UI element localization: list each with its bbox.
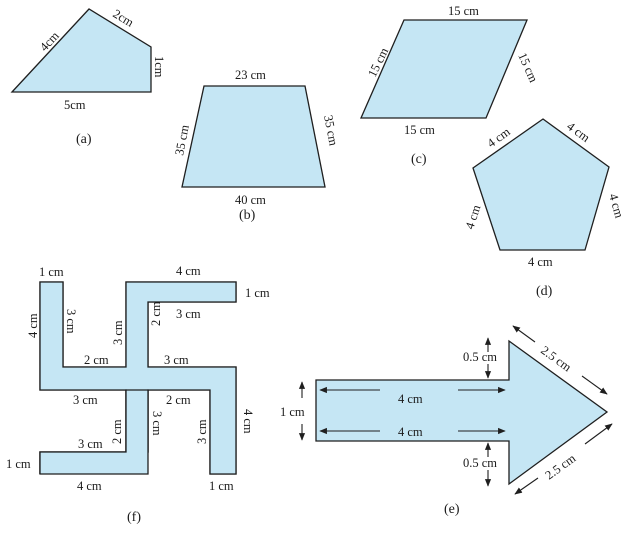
- figure-f-label-inner-2cm-a: 2 cm: [84, 353, 109, 367]
- figure-f-caption: (f): [127, 510, 141, 525]
- figure-a: 4cm 2cm 1cm 5cm (a): [10, 7, 166, 147]
- figure-c: 15 cm 15 cm 15 cm 15 cm (c): [360, 4, 541, 167]
- figure-f-label-top-right-1cm: 1 cm: [245, 286, 270, 300]
- figure-b-bottom-label: 40 cm: [235, 193, 266, 207]
- figure-f-label-inner-3cm-c: 3 cm: [176, 307, 201, 321]
- figure-c-right-label: 15 cm: [515, 51, 540, 85]
- figure-f-label-inner-2cm-b: 2 cm: [149, 301, 163, 326]
- figure-d-left-label: 4 cm: [463, 203, 484, 231]
- figure-e-bottom-4cm-label: 4 cm: [398, 425, 423, 439]
- figure-d-shape: [472, 118, 610, 251]
- figure-f-label-inner-2cm-c: 2 cm: [166, 393, 191, 407]
- figure-e-lower-25cm-arrow-a: [514, 477, 539, 495]
- figure-e-top-05cm-label: 0.5 cm: [463, 350, 497, 364]
- figure-f-label-right-4cm: 4 cm: [241, 409, 255, 434]
- figure-f-label-inner-3cm-a: 3 cm: [64, 309, 78, 334]
- figure-e-bottom-05cm-label: 0.5 cm: [463, 456, 497, 470]
- figure-f-label-left-4cm: 4 cm: [26, 313, 40, 338]
- figure-f-label-inner-3cm-e: 3 cm: [150, 411, 164, 436]
- figure-a-side-5cm: 5cm: [64, 98, 86, 112]
- figure-b: 23 cm 35 cm 35 cm 40 cm (b): [172, 68, 341, 223]
- figure-e-top-4cm-label: 4 cm: [398, 392, 423, 406]
- figure-f-label-bottom-right-1cm: 1 cm: [209, 479, 234, 493]
- figure-d-caption: (d): [536, 284, 553, 299]
- figure-a-side-1cm: 1cm: [152, 56, 166, 78]
- figure-f-label-inner-2cm-d: 2 cm: [110, 419, 124, 444]
- figure-b-right-label: 35 cm: [321, 114, 341, 147]
- figure-f-label-inner-3cm-f: 3 cm: [195, 419, 209, 444]
- figure-a-shape: [10, 8, 152, 93]
- figure-f: 1 cm 4 cm 3 cm 3 cm 2 cm 3 cm 2 cm 1 cm …: [6, 264, 270, 525]
- figure-a-caption: (a): [76, 132, 92, 147]
- figure-f-label-bottom-4cm: 4 cm: [77, 479, 102, 493]
- figure-f-bottom-tab: [39, 389, 149, 475]
- figure-f-label-left-3cm: 3 cm: [73, 393, 98, 407]
- figure-e-lower-25cm-arrow-b: [584, 423, 613, 445]
- figure-c-caption: (c): [411, 152, 427, 167]
- figure-f-label-top-left-1cm: 1 cm: [39, 265, 64, 279]
- figure-b-left-label: 35 cm: [172, 123, 192, 156]
- figure-f-label-bottom-left-1cm: 1 cm: [6, 457, 31, 471]
- figure-c-top-label: 15 cm: [448, 4, 479, 18]
- figure-f-label-inner-3cm-d: 3 cm: [164, 353, 189, 367]
- figure-f-label-bottom-3cm: 3 cm: [78, 437, 103, 451]
- figure-e: 4 cm 4 cm 1 cm 0.5 cm 0.5 cm 2.5 cm 2.5 …: [280, 325, 613, 517]
- figure-f-label-top-4cm: 4 cm: [176, 264, 201, 278]
- figure-e-upper-25cm-arrow-a: [512, 325, 536, 343]
- figure-e-1cm-label: 1 cm: [280, 405, 305, 419]
- figure-d: 4 cm 4 cm 4 cm 4 cm 4 cm (d): [463, 118, 626, 299]
- figure-e-shape: [315, 339, 609, 486]
- figure-c-bottom-label: 15 cm: [404, 123, 435, 137]
- figure-d-bottom-label: 4 cm: [528, 255, 553, 269]
- figure-b-shape: [181, 85, 326, 188]
- figure-e-caption: (e): [444, 502, 460, 517]
- figure-d-right-label: 4 cm: [606, 192, 626, 220]
- figure-c-shape: [360, 19, 528, 119]
- figure-b-top-label: 23 cm: [235, 68, 266, 82]
- figure-e-upper-25cm-arrow-b: [581, 375, 608, 395]
- figure-b-caption: (b): [239, 208, 256, 223]
- figure-f-label-inner-3cm-b: 3 cm: [111, 320, 125, 345]
